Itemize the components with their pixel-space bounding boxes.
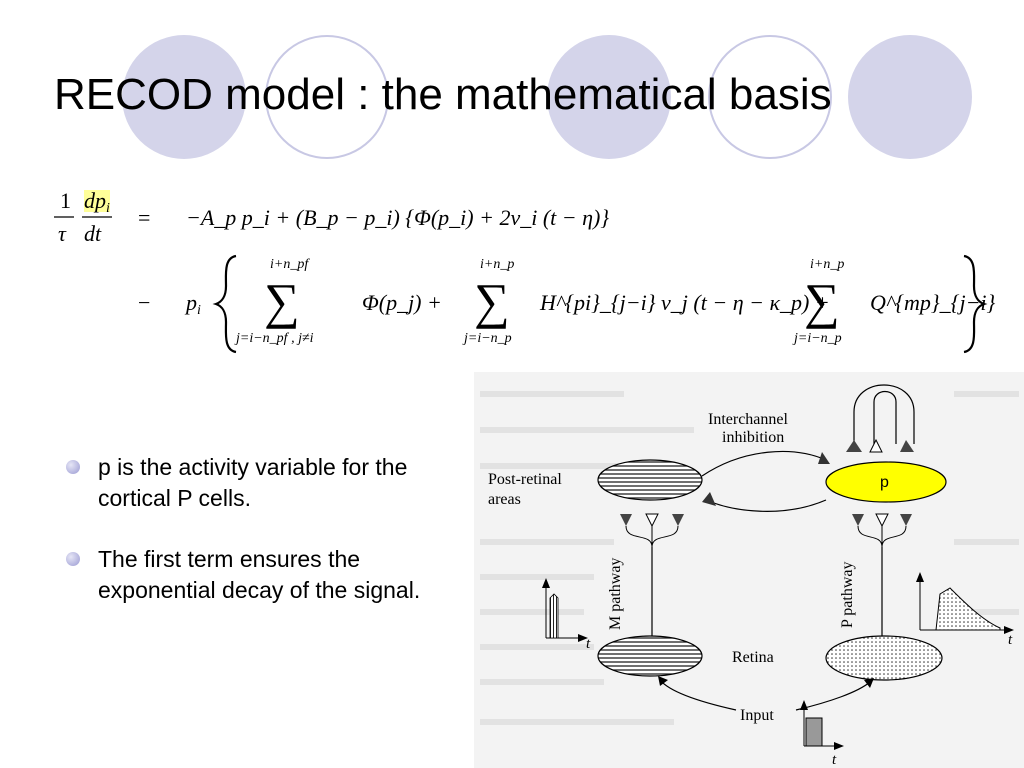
p-node-label: p — [880, 474, 889, 491]
recod-diagram: Post-retinal areas p Interchannel inhibi… — [474, 372, 1024, 768]
equation-line1: −A_p p_i + (B_p − p_i) {Φ(p_i) + 2v_i (t… — [186, 205, 609, 230]
sum2-sigma: ∑ — [474, 273, 510, 329]
lhs-frac1-den: τ — [58, 221, 67, 246]
slide-title: RECOD model : the mathematical basis — [54, 70, 832, 119]
sum2-upper: i+n_p — [480, 257, 514, 272]
diagram-background — [474, 372, 1024, 768]
bullet-text-2: The first term ensures the exponential d… — [98, 546, 421, 603]
feedback-arrow-head — [702, 492, 716, 506]
sum1-term: Φ(p_j) + — [362, 290, 442, 315]
sum3-upper: i+n_p — [810, 257, 844, 272]
post-retinal-ellipse — [597, 459, 703, 501]
equation-line2-minus: − — [138, 290, 150, 315]
post-retinal-label-1: Post-retinal — [488, 471, 562, 488]
inhibition-arrow-head — [818, 452, 830, 464]
decor-circle-4 — [708, 35, 832, 159]
decor-circle-3 — [547, 35, 671, 159]
bullet-dot-icon — [66, 552, 80, 566]
self-loop-terminal-2 — [869, 438, 883, 453]
sum3-term: Q^{mp}_{j−i} m_j — [870, 290, 1000, 315]
p-plot-t-label: t — [1008, 632, 1013, 648]
bullet-dot-icon — [66, 460, 80, 474]
lhs-p: p — [93, 188, 106, 213]
sum2-term: H^{pi}_{j−i} v_j (t − η − κ_p) + — [539, 290, 830, 315]
interchannel-label-2: inhibition — [722, 429, 784, 446]
lhs-d: d — [84, 188, 96, 213]
input-plot-t-label: t — [832, 752, 837, 768]
self-loop-terminal-1 — [846, 440, 862, 452]
equation: 1 τ dpi dt = −A_p p_i + (B_p − p_i) {Φ(p… — [54, 188, 1000, 354]
svg-text:dpi: dpi — [84, 188, 110, 216]
sum1-upper: i+n_pf — [270, 257, 310, 272]
sum3-lower: j=i−n_p — [792, 331, 842, 346]
bullet-list: p is the activity variable for the corti… — [64, 452, 454, 636]
input-arrow-m — [658, 676, 668, 686]
sum3-sigma: ∑ — [804, 273, 840, 329]
p-node — [825, 461, 947, 503]
svg-text:pi: pi — [184, 290, 201, 318]
retina-label: Retina — [732, 649, 774, 666]
m-response-plot: t — [542, 578, 591, 652]
p-response-plot: t — [916, 572, 1014, 648]
input-plot: t — [800, 700, 844, 768]
p-pathway-synapses — [852, 513, 912, 548]
interchannel-label-1: Interchannel — [708, 411, 789, 428]
sum1-lower: j=i−n_pf , j≠i — [234, 331, 314, 346]
bullet-text-1: p is the activity variable for the corti… — [98, 454, 408, 511]
decor-circle-1 — [122, 35, 246, 159]
sum2-lower: j=i−n_p — [462, 331, 512, 346]
self-loop-terminal-3 — [900, 440, 914, 452]
retina-m-ellipse — [597, 635, 703, 677]
m-pathway-label: M pathway — [607, 558, 624, 630]
equals-sign: = — [138, 205, 150, 230]
lhs-p-sub: i — [106, 201, 110, 216]
lhs-frac1-num: 1 — [60, 188, 71, 213]
lhs-frac2-den: dt — [84, 221, 102, 246]
input-label: Input — [740, 707, 774, 724]
m-pathway-synapses — [620, 513, 684, 548]
p-pathway-label: P pathway — [839, 561, 856, 628]
decor-circle-2 — [265, 35, 389, 159]
retina-p-ellipse — [825, 635, 943, 681]
bullet-item-2: The first term ensures the exponential d… — [64, 544, 454, 606]
bullet-item-1: p is the activity variable for the corti… — [64, 452, 454, 514]
decor-circle-5 — [848, 35, 972, 159]
post-retinal-label-2: areas — [488, 491, 521, 508]
m-plot-t-label: t — [586, 636, 591, 652]
sum1-sigma: ∑ — [264, 273, 300, 329]
highlight-dpi — [84, 190, 110, 212]
input-arrow-p — [864, 678, 874, 688]
